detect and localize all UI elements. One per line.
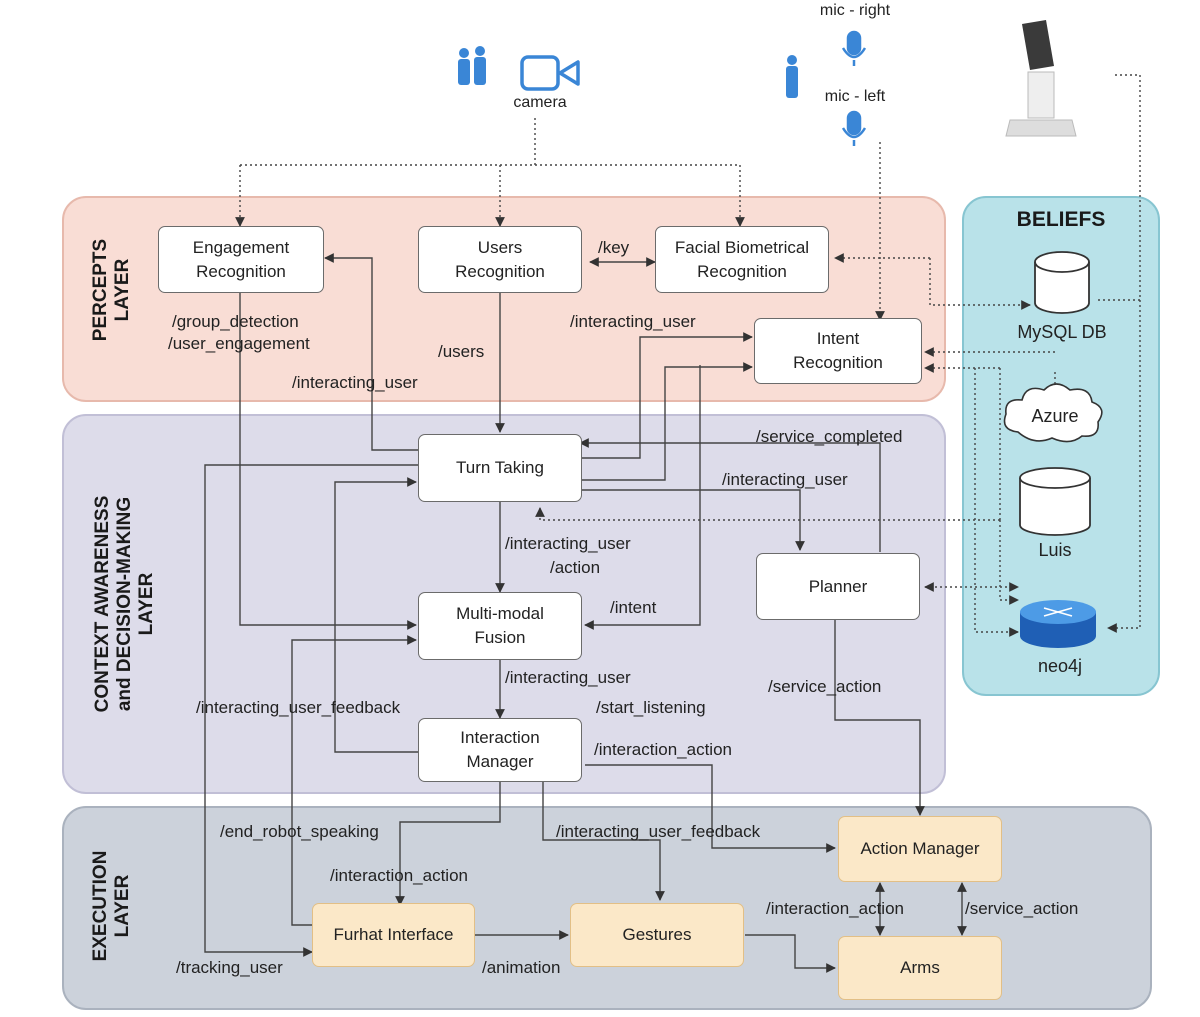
edge-label-interacting-user-planner: /interacting_user	[722, 470, 848, 489]
mic-left-label: mic - left	[824, 88, 886, 105]
azure-label: Azure	[1031, 406, 1079, 426]
neo4j-label: neo4j	[1037, 656, 1083, 676]
azure-cloud-icon	[1003, 383, 1103, 443]
edge-label-users: /users	[438, 342, 485, 361]
intent-recognition-node: Intent Recognition	[754, 318, 922, 384]
edge-label-interacting-user-feedback-exec: /interacting_user_feedback	[556, 822, 761, 841]
furhat-interface-node: Furhat Interface	[312, 903, 475, 967]
group-people-icon	[458, 46, 486, 85]
edge-label-start-listening: /start_listening	[596, 698, 706, 717]
arms-node: Arms	[838, 936, 1002, 1000]
luis-label: Luis	[1038, 540, 1072, 560]
edge-label-service-action-arms: /service_action	[965, 899, 1079, 918]
edge-label-animation: /animation	[482, 958, 561, 977]
beliefs-layer-title: BELIEFS	[1016, 208, 1106, 231]
edge-label-key: /key	[598, 238, 630, 257]
edge-label-interaction-action-im: /interaction_action	[594, 740, 732, 759]
edge-label-interaction-action-exec: /interaction_action	[330, 866, 468, 885]
camera-icon	[520, 55, 580, 91]
action-manager-node: Action Manager	[838, 816, 1002, 882]
edge-label-user-engagement: /user_engagement	[168, 334, 310, 353]
edge-label-interacting-user-percepts: /interacting_user	[292, 373, 418, 392]
gestures-node: Gestures	[570, 903, 744, 967]
edge-label-action: /action	[550, 558, 601, 577]
edge-label-tracking-user: /tracking_user	[176, 958, 283, 977]
turn-taking-node: Turn Taking	[418, 434, 582, 502]
edge-label-interaction-action-arms: /interaction_action	[766, 899, 904, 918]
edge-label-end-robot-speaking: /end_robot_speaking	[220, 822, 379, 841]
neo4j-icon	[1020, 600, 1096, 648]
edge-label-service-action-planner: /service_action	[768, 677, 882, 696]
edge-label-interacting-user-fusion: /interacting_user	[505, 668, 631, 687]
mic-right-label: mic - right	[819, 2, 891, 19]
interaction-manager-node: Interaction Manager	[418, 718, 582, 782]
users-recognition-node: Users Recognition	[418, 226, 582, 293]
kiosk-icon	[1005, 20, 1077, 137]
edge-label-interacting-user-intent: /interacting_user	[570, 312, 696, 331]
mic-left-icon	[841, 110, 867, 146]
mic-right-icon	[841, 30, 867, 66]
planner-node: Planner	[756, 553, 920, 620]
engagement-recognition-node: Engagement Recognition	[158, 226, 324, 293]
mysql-db-icon	[1034, 251, 1090, 314]
edge-label-group-detection: /group_detection	[172, 312, 299, 331]
single-person-icon	[786, 55, 798, 98]
camera-label: camera	[513, 94, 567, 111]
edge-label-service-completed: /service_completed	[756, 427, 903, 446]
facial-biometrical-recognition-node: Facial Biometrical Recognition	[655, 226, 829, 293]
edge-label-interacting-user-tt: /interacting_user	[505, 534, 631, 553]
mysql-db-label: MySQL DB	[1017, 322, 1107, 342]
edge-label-intent: /intent	[610, 598, 657, 617]
multi-modal-fusion-node: Multi-modal Fusion	[418, 592, 582, 660]
luis-icon	[1019, 467, 1091, 536]
edge-label-interacting-user-feedback: /interacting_user_feedback	[196, 698, 401, 717]
